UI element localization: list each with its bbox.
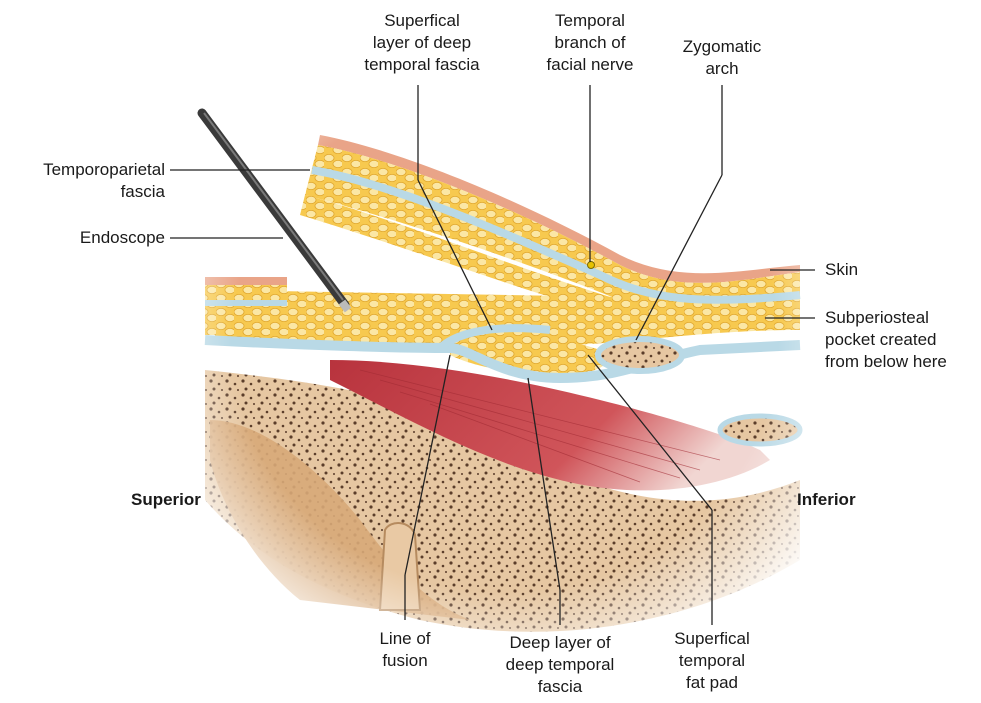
label-inferior: Inferior	[797, 489, 856, 511]
label-line-of-fusion: Line of fusion	[355, 628, 455, 672]
label-skin: Skin	[825, 259, 858, 281]
label-endoscope: Endoscope	[0, 227, 165, 249]
label-deep-layer: Deep layer of deep temporal fascia	[490, 632, 630, 698]
label-zygomatic-arch: Zygomatic arch	[670, 36, 774, 80]
label-superficial-layer: Superfical layer of deep temporal fascia	[362, 10, 482, 76]
label-fat-pad: Superfical temporal fat pad	[660, 628, 764, 694]
label-superior: Superior	[131, 489, 201, 511]
label-temporal-branch: Temporal branch of facial nerve	[530, 10, 650, 76]
label-subperiosteal: Subperiosteal pocket created from below …	[825, 307, 947, 373]
label-temporoparietal: Temporoparietal fascia	[0, 159, 165, 203]
